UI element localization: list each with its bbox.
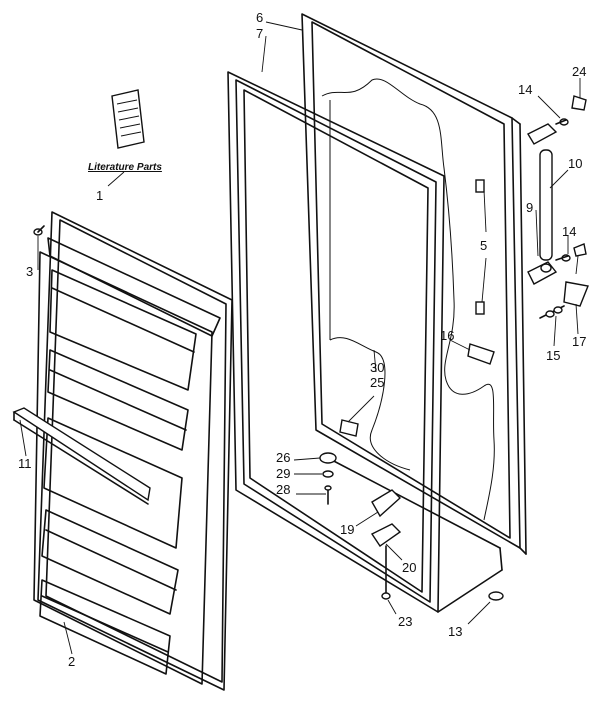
callout-14-lower: 14 [562, 224, 576, 239]
callout-15: 15 [546, 348, 560, 363]
callout-11: 11 [18, 456, 32, 471]
handle-assembly [539, 281, 589, 319]
door-shelf-bar [12, 407, 151, 505]
callout-30: 30 [370, 360, 384, 375]
literature-parts-label: Literature Parts [88, 162, 162, 173]
callout-2: 2 [68, 654, 75, 669]
literature-booklet: Literature Parts [88, 89, 162, 187]
callout-20: 23 [398, 614, 412, 629]
callout-17: 17 [572, 334, 586, 349]
door-liner [33, 211, 233, 691]
callout-7: 7 [256, 26, 263, 41]
callout-26: 29 [276, 466, 290, 481]
bottom-hardware [319, 452, 504, 601]
callout-28: 24 [572, 64, 586, 79]
callout-23: 25 [370, 375, 384, 390]
callout-3: 3 [26, 264, 33, 279]
leader-lines [19, 21, 581, 655]
hinge-screws [555, 95, 587, 262]
cabinet-bottom [327, 457, 503, 613]
door-brackets [339, 179, 495, 437]
callout-14-upper: 14 [518, 82, 532, 97]
outer-door-panel [301, 13, 527, 555]
callout-5: 5 [480, 238, 487, 253]
callout-16: 16 [440, 328, 454, 343]
callout-13: 13 [448, 624, 462, 639]
callout-6: 6 [256, 10, 263, 25]
callout-9: 9 [526, 200, 533, 215]
callout-18: 19 [340, 522, 354, 537]
upper-hinge [527, 123, 558, 285]
screw-part-3 [33, 225, 45, 236]
callout-labels: 6 7 1 3 11 2 5 16 30 25 26 29 28 19 20 2… [18, 10, 586, 669]
callout-25: 28 [276, 482, 290, 497]
callout-24: 26 [276, 450, 290, 465]
callout-10: 10 [568, 156, 582, 171]
callout-1: 1 [96, 188, 103, 203]
callout-19: 20 [402, 560, 416, 575]
door-gasket [227, 71, 445, 613]
